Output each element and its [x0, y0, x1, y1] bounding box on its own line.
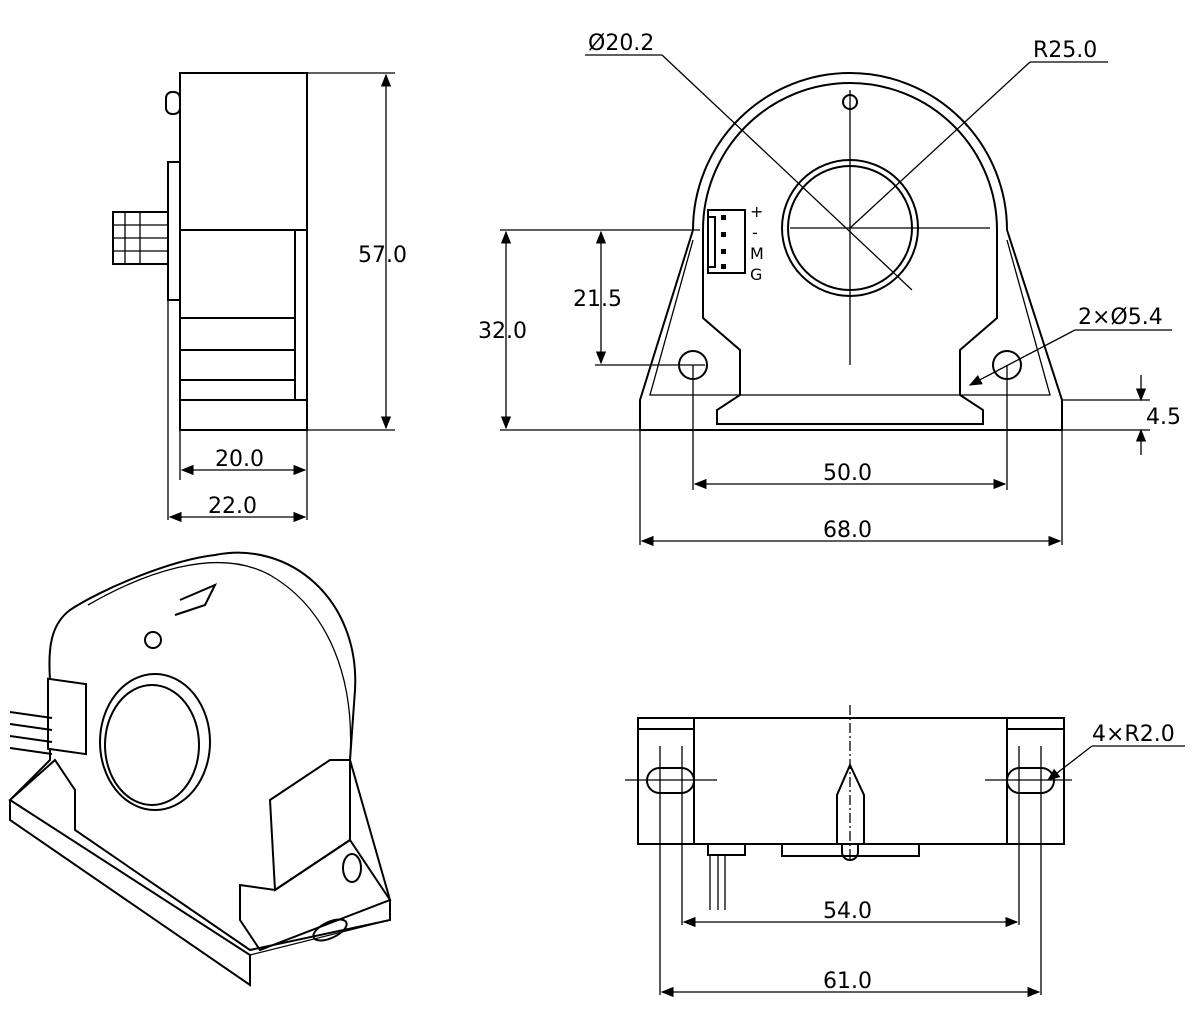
slot-radius-dim: 4×R2.0: [1092, 722, 1175, 747]
inner-diameter-dim: Ø20.2: [588, 31, 654, 56]
slot-spacing-dim: 54.0: [823, 899, 872, 924]
outer-radius-dim: R25.0: [1033, 38, 1097, 63]
center-height-dim: 21.5: [573, 287, 622, 312]
pin-label-m: M: [750, 244, 764, 263]
hole-spacing-dim: 50.0: [823, 461, 872, 486]
pin-label-g: G: [750, 265, 762, 284]
total-depth-dim: 22.0: [208, 494, 257, 519]
body-depth-dim: 20.0: [215, 447, 264, 472]
isometric-view: [8, 551, 392, 987]
overall-width-dim: 61.0: [823, 969, 872, 994]
side-view: 57.0 20.0 22.0: [112, 72, 407, 523]
height-dim: 57.0: [358, 243, 407, 268]
bottom-view: 54.0 61.0 4×R2.0: [625, 705, 1185, 998]
pin-label-plus: +: [750, 202, 763, 221]
pin-label-minus: -: [752, 223, 758, 242]
total-height-dim: 32.0: [478, 319, 527, 344]
base-width-dim: 68.0: [823, 518, 872, 543]
mount-holes-dim: 2×Ø5.4: [1078, 305, 1163, 330]
front-view: + - M G Ø20.2 R25.0 2×Ø5.4 21.5 32.0 4.5…: [478, 31, 1181, 547]
base-thickness-dim: 4.5: [1146, 405, 1181, 430]
